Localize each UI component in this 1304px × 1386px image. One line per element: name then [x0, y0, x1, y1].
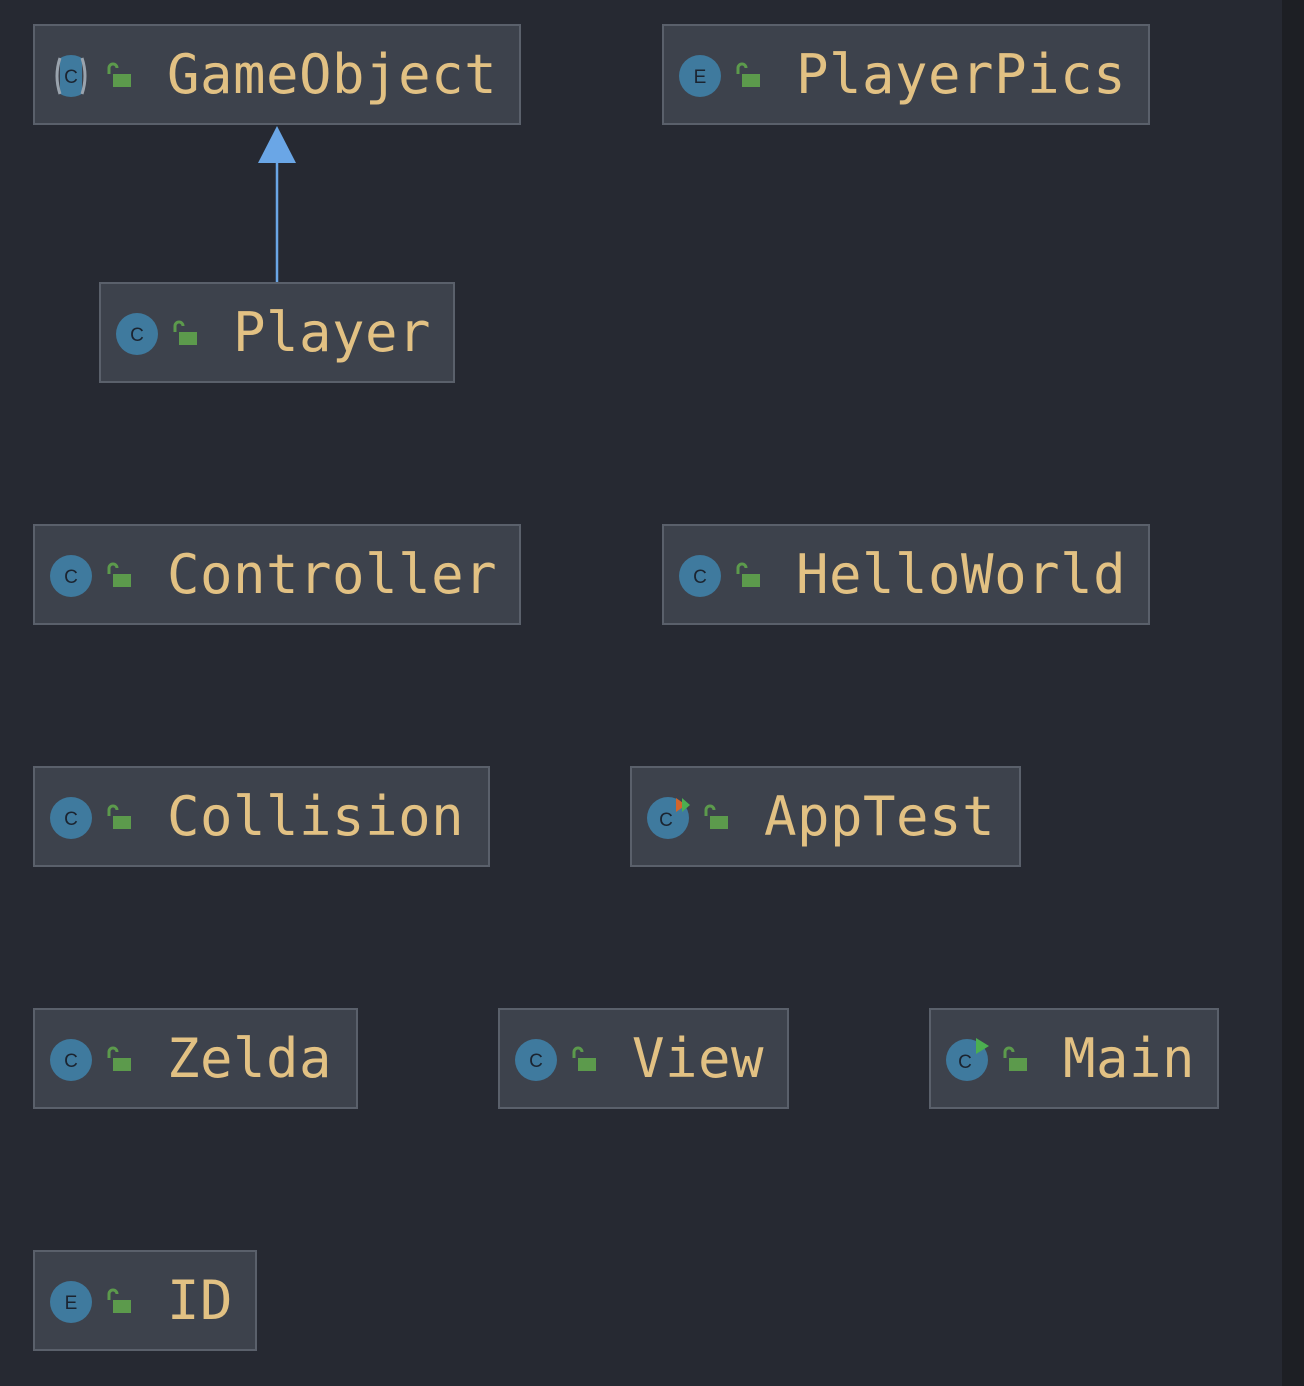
- lock-icon: [736, 62, 760, 87]
- runnable-class-icon: C: [946, 1038, 989, 1081]
- node-player[interactable]: C Player: [99, 282, 455, 383]
- node-label: View: [632, 1027, 765, 1090]
- class-icon: C: [679, 555, 721, 597]
- abstract-class-icon: C: [50, 55, 92, 97]
- class-icon: C: [50, 797, 92, 839]
- kind-letter: C: [64, 567, 78, 588]
- node-controller[interactable]: C Controller: [33, 524, 521, 625]
- lock-icon: [1003, 1046, 1027, 1071]
- node-collision[interactable]: C Collision: [33, 766, 490, 867]
- kind-letter: C: [130, 325, 144, 346]
- class-icon: C: [50, 1039, 92, 1081]
- kind-letter: C: [64, 809, 78, 830]
- node-label: Main: [1063, 1027, 1196, 1090]
- kind-letter: C: [64, 1051, 78, 1072]
- node-label: Zelda: [167, 1027, 333, 1090]
- kind-letter: C: [958, 1052, 972, 1073]
- lock-icon: [736, 562, 760, 587]
- kind-letter: E: [694, 67, 707, 88]
- scrollbar-track[interactable]: [1282, 0, 1304, 1386]
- node-label: HelloWorld: [796, 543, 1127, 606]
- node-view[interactable]: C View: [498, 1008, 789, 1109]
- kind-letter: C: [64, 67, 78, 88]
- node-label: Player: [233, 301, 432, 364]
- enum-icon: E: [50, 1281, 92, 1323]
- lock-icon: [107, 1046, 131, 1071]
- node-label: Collision: [167, 785, 465, 848]
- node-main[interactable]: C Main: [929, 1008, 1219, 1109]
- class-icon: C: [50, 555, 92, 597]
- lock-icon: [107, 804, 131, 829]
- kind-letter: C: [693, 567, 707, 588]
- node-id[interactable]: E ID: [33, 1250, 257, 1351]
- lock-icon: [572, 1046, 596, 1071]
- node-label: ID: [167, 1269, 234, 1332]
- kind-letter: C: [529, 1051, 543, 1072]
- lock-icon: [107, 562, 131, 587]
- class-icon: C: [515, 1039, 557, 1081]
- node-apptest[interactable]: C AppTest: [630, 766, 1021, 867]
- node-label: AppTest: [764, 785, 996, 848]
- test-class-icon: C: [647, 797, 690, 839]
- node-label: Controller: [167, 543, 498, 606]
- lock-icon: [107, 62, 131, 87]
- kind-letter: E: [65, 1293, 78, 1314]
- lock-icon: [704, 804, 728, 829]
- class-icon: C: [116, 313, 158, 355]
- kind-letter: C: [659, 810, 673, 831]
- node-label: PlayerPics: [796, 43, 1127, 106]
- node-label: GameObject: [167, 43, 498, 106]
- node-zelda[interactable]: C Zelda: [33, 1008, 358, 1109]
- node-helloworld[interactable]: C HelloWorld: [662, 524, 1150, 625]
- enum-icon: E: [679, 55, 721, 97]
- lock-icon: [107, 1288, 131, 1313]
- node-playerpics[interactable]: E PlayerPics: [662, 24, 1150, 125]
- lock-icon: [173, 320, 197, 345]
- node-gameobject[interactable]: C GameObject: [33, 24, 521, 125]
